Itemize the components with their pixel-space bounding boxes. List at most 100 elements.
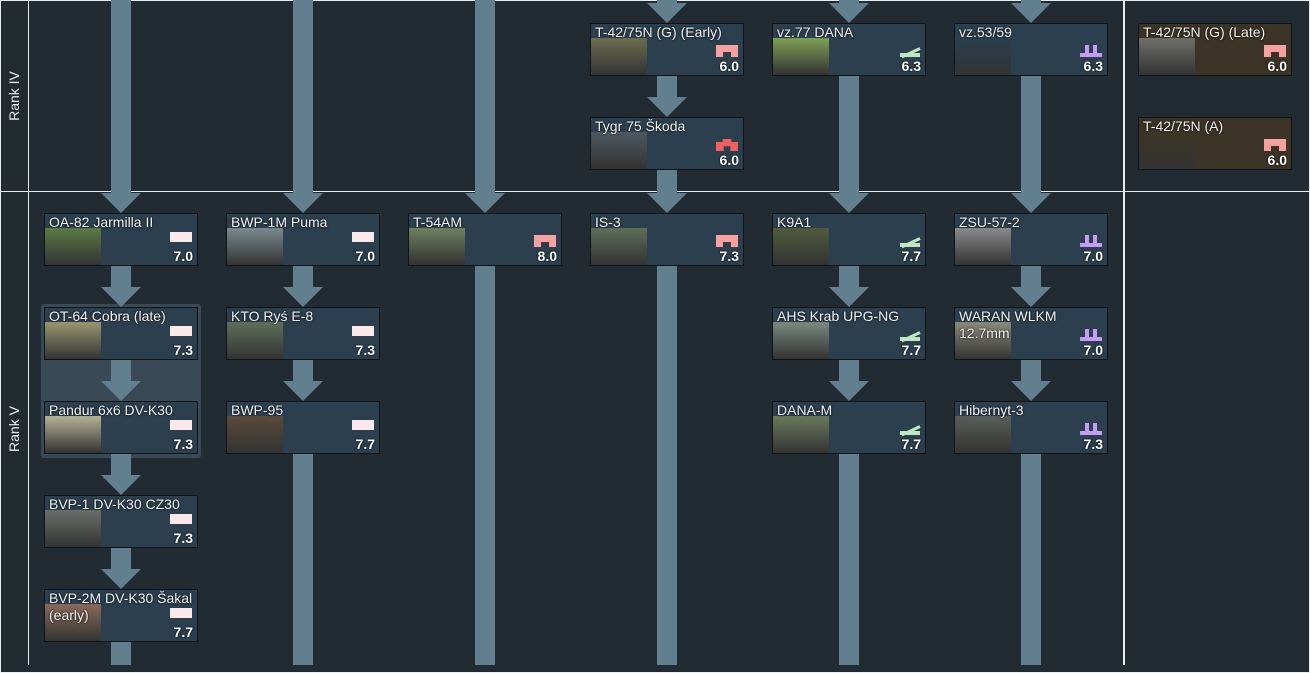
vehicle-thumbnail: [227, 322, 283, 359]
vehicle-card[interactable]: BVP-2M DV-K30 Šakal (early) 7.7: [44, 589, 198, 642]
arrow-down-icon: [829, 381, 869, 401]
vehicle-card[interactable]: Tygr 75 Škoda 6.0: [590, 117, 744, 170]
vehicle-name: BVP-1 DV-K30 CZ30: [49, 496, 180, 512]
light-class-icon: [170, 232, 192, 242]
vehicle-card[interactable]: T-42/75N (G) (Late) 6.0: [1138, 23, 1292, 76]
vehicle-thumbnail: [773, 322, 829, 359]
vehicle-card[interactable]: Pandur 6x6 DV-K30 7.3: [44, 401, 198, 454]
battle-rating: 6.0: [1267, 152, 1287, 168]
spg-class-icon: [898, 329, 920, 341]
rank-iv-label: Rank IV: [6, 70, 22, 121]
vehicle-name: K9A1: [777, 214, 812, 230]
connector-line: [111, 642, 131, 665]
vehicle-thumbnail: [773, 38, 829, 75]
vehicle-card[interactable]: Hibernyt-3 7.3: [954, 401, 1108, 454]
vehicle-name: WARAN WLKM 12.7mm: [959, 308, 1057, 341]
connector-line: [657, 266, 677, 665]
vehicle-thumbnail: [591, 132, 647, 169]
vehicle-thumbnail: [955, 416, 1011, 453]
vehicle-card[interactable]: T-54AM 8.0: [408, 213, 562, 266]
vehicle-card[interactable]: vz.77 DANA 6.3: [772, 23, 926, 76]
arrow-down-icon: [101, 287, 141, 307]
arrow-down-icon: [829, 287, 869, 307]
arrow-down-icon: [465, 193, 505, 213]
vehicle-card[interactable]: T-42/75N (A) 6.0: [1138, 117, 1292, 170]
connector-line: [839, 454, 859, 665]
light-class-icon: [352, 420, 374, 430]
vehicle-name: KTO Ryś E-8: [231, 308, 314, 324]
battle-rating: 6.0: [719, 58, 739, 74]
connector-line: [111, 454, 131, 475]
vehicle-name: T-54AM: [413, 214, 463, 230]
light-class-icon: [352, 326, 374, 336]
vehicle-card[interactable]: DANA-M 7.7: [772, 401, 926, 454]
connector-line: [293, 0, 313, 193]
vehicle-card[interactable]: BWP-95 7.7: [226, 401, 380, 454]
vehicle-card[interactable]: T-42/75N (G) (Early) 6.0: [590, 23, 744, 76]
vehicle-thumbnail: [45, 604, 101, 641]
vehicle-card[interactable]: ZSU-57-2 7.0: [954, 213, 1108, 266]
vehicle-card[interactable]: AHS Krab UPG-NG 7.7: [772, 307, 926, 360]
arrow-down-icon: [101, 475, 141, 495]
vehicle-thumbnail: [409, 228, 465, 265]
connector-line: [839, 0, 859, 3]
arrow-down-icon: [1011, 193, 1051, 213]
rank-column-divider: [28, 0, 29, 665]
battle-rating: 7.0: [173, 248, 193, 264]
vehicle-thumbnail: [227, 416, 283, 453]
arrow-down-icon: [829, 193, 869, 213]
vehicle-name: vz.53/59: [959, 24, 1012, 40]
battle-rating: 8.0: [537, 248, 557, 264]
vehicle-name: Pandur 6x6 DV-K30: [49, 402, 173, 418]
connector-line: [1021, 266, 1041, 287]
connector-line: [475, 0, 495, 193]
vehicle-card[interactable]: OT-64 Cobra (late) 7.3: [44, 307, 198, 360]
arrow-down-icon: [829, 3, 869, 23]
battle-rating: 7.3: [719, 248, 739, 264]
heavy-class-icon: [716, 139, 738, 151]
connector-line: [1021, 454, 1041, 665]
medium-class-icon: [716, 235, 738, 247]
vehicle-card[interactable]: K9A1 7.7: [772, 213, 926, 266]
battle-rating: 7.3: [173, 530, 193, 546]
arrow-down-icon: [101, 193, 141, 213]
premium-column-divider: [1123, 0, 1125, 665]
battle-rating: 6.0: [719, 152, 739, 168]
arrow-down-icon: [283, 287, 323, 307]
connector-line: [1021, 76, 1041, 193]
vehicle-card[interactable]: KTO Ryś E-8 7.3: [226, 307, 380, 360]
battle-rating: 7.3: [173, 342, 193, 358]
medium-class-icon: [716, 45, 738, 57]
spg-class-icon: [898, 45, 920, 57]
connector-line: [111, 548, 131, 569]
light-class-icon: [170, 608, 192, 618]
arrow-down-icon: [283, 193, 323, 213]
medium-class-icon: [1264, 45, 1286, 57]
vehicle-name: BVP-2M DV-K30 Šakal (early): [49, 590, 193, 623]
connector-line: [111, 360, 131, 381]
arrow-down-icon: [101, 569, 141, 589]
arrow-down-icon: [1011, 287, 1051, 307]
spg-class-icon: [898, 423, 920, 435]
connector-line: [657, 0, 677, 3]
connector-line: [1021, 0, 1041, 3]
vehicle-card[interactable]: IS-3 7.3: [590, 213, 744, 266]
vehicle-thumbnail: [591, 228, 647, 265]
medium-class-icon: [534, 235, 556, 247]
vehicle-name: T-42/75N (G) (Early): [595, 24, 722, 40]
vehicle-card[interactable]: BWP-1M Puma 7.0: [226, 213, 380, 266]
connector-line: [293, 360, 313, 381]
vehicle-name: OT-64 Cobra (late): [49, 308, 166, 324]
battle-rating: 6.3: [901, 58, 921, 74]
vehicle-thumbnail: [227, 228, 283, 265]
vehicle-thumbnail: [1139, 132, 1195, 169]
vehicle-card[interactable]: BVP-1 DV-K30 CZ30 7.3: [44, 495, 198, 548]
vehicle-card[interactable]: WARAN WLKM 12.7mm 7.0: [954, 307, 1108, 360]
vehicle-card[interactable]: OA-82 Jarmilla II 7.0: [44, 213, 198, 266]
vehicle-name: AHS Krab UPG-NG: [777, 308, 900, 324]
connector-line: [1021, 360, 1041, 381]
battle-rating: 7.0: [1083, 248, 1103, 264]
connector-line: [293, 266, 313, 287]
vehicle-thumbnail: [773, 228, 829, 265]
vehicle-card[interactable]: vz.53/59 6.3: [954, 23, 1108, 76]
